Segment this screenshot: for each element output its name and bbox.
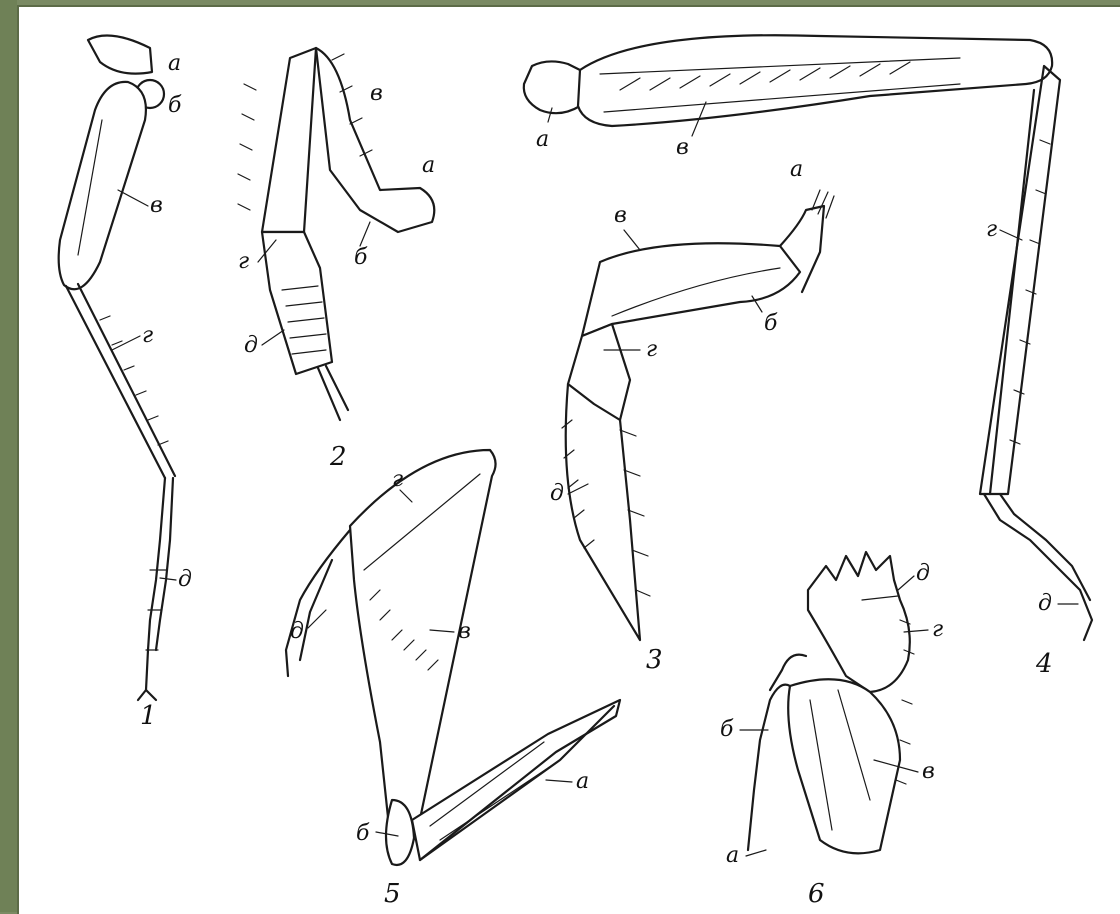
label-v: в xyxy=(458,619,471,644)
label-g: г xyxy=(142,323,153,348)
label-b: б xyxy=(764,311,778,336)
label-a: а xyxy=(536,127,549,152)
label-a: а xyxy=(168,51,181,76)
label-g: г xyxy=(238,249,249,274)
figure-number-6: 6 xyxy=(808,879,825,909)
leg-figure-3 xyxy=(562,190,834,640)
label-g: г xyxy=(986,217,997,242)
label-d: д xyxy=(290,619,304,644)
figure-number-3: 3 xyxy=(646,645,663,675)
label-v: в xyxy=(614,203,627,228)
label-d: д xyxy=(550,481,564,506)
label-v: в xyxy=(922,759,935,784)
leg-figure-1 xyxy=(59,36,175,701)
label-a: а xyxy=(422,153,435,178)
label-a: а xyxy=(576,769,589,794)
leg-figure-6 xyxy=(748,552,914,853)
label-g: г xyxy=(932,617,943,642)
label-g: г xyxy=(646,337,657,362)
leg-figure-2 xyxy=(238,48,434,420)
figure-number-1: 1 xyxy=(140,701,157,731)
label-v: в xyxy=(676,135,689,160)
label-v: в xyxy=(370,81,383,106)
figure-number-4: 4 xyxy=(1035,649,1053,679)
label-d: д xyxy=(244,333,258,358)
leg-figure-5 xyxy=(286,450,620,865)
label-v: в xyxy=(150,193,163,218)
label-a: а xyxy=(790,157,803,182)
label-d: д xyxy=(916,561,930,586)
label-d: д xyxy=(178,567,192,592)
label-b: б xyxy=(720,717,734,742)
figure-number-5: 5 xyxy=(384,879,401,909)
label-b: б xyxy=(354,245,368,270)
label-g: г xyxy=(392,467,403,492)
label-b: б xyxy=(168,93,182,118)
figure-number-2: 2 xyxy=(329,442,347,472)
label-a: а xyxy=(726,843,739,868)
label-b: б xyxy=(356,821,370,846)
label-d: д xyxy=(1038,591,1052,616)
